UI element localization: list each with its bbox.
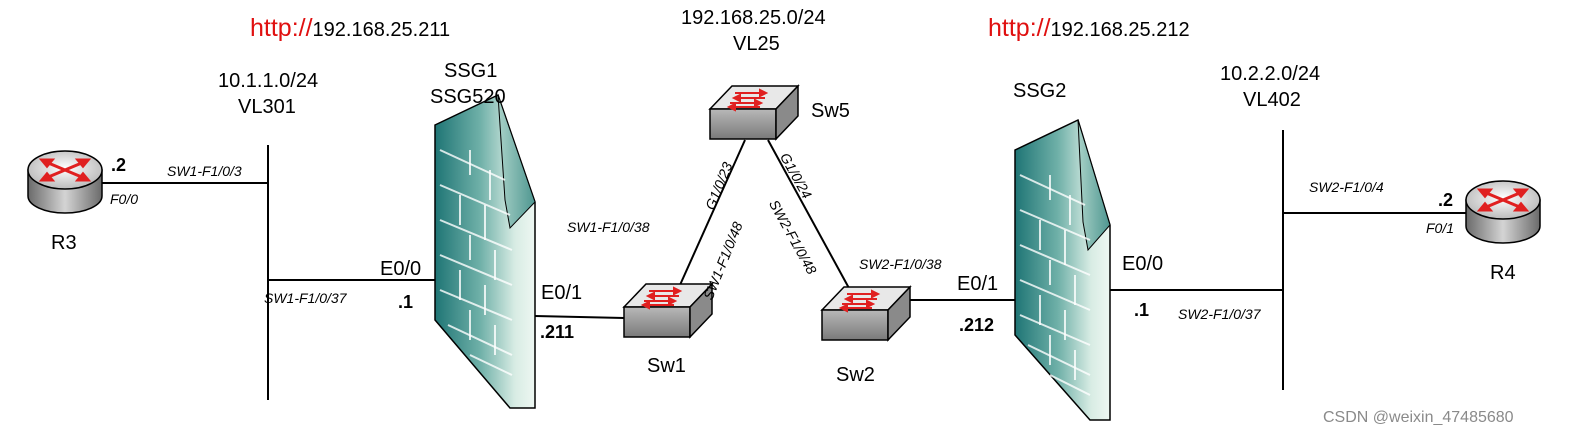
ssg1-model: SSG520 [430, 86, 506, 108]
vl402-subnet: 10.2.2.0/24 [1220, 63, 1321, 85]
ssg1-url-scheme: http:// [250, 14, 313, 42]
ssg2-url[interactable]: http://192.168.25.212 [988, 14, 1190, 43]
port-r4-f01: F0/1 [1426, 220, 1455, 236]
vl25-subnet: 192.168.25.0/24 [681, 7, 826, 29]
port-sw2-f1038: SW2-F1/0/38 [859, 256, 942, 272]
port-sw2-f1037: SW2-F1/0/37 [1178, 306, 1261, 322]
vl301-subnet: 10.1.1.0/24 [218, 70, 319, 92]
switch-sw1-icon[interactable] [622, 282, 714, 339]
port-r3-f00: F0/0 [110, 191, 139, 207]
router-r3-icon[interactable] [27, 150, 103, 214]
ssg2-url-host: 192.168.25.212 [1050, 19, 1190, 41]
links [102, 130, 1466, 400]
ssg2-url-scheme: http:// [988, 14, 1051, 42]
addr-ssg1-wan: .211 [540, 322, 575, 342]
port-ssg1-e01: E0/1 [541, 282, 583, 304]
switch-sw2-icon[interactable] [820, 285, 912, 342]
port-ssg1-e00: E0/0 [380, 258, 422, 280]
ssg2-name: SSG2 [1013, 80, 1067, 102]
sw5-name: Sw5 [811, 100, 850, 122]
r4-name: R4 [1490, 262, 1516, 284]
ssg1-url-host: 192.168.25.211 [312, 19, 451, 41]
ssg1-url[interactable]: http://192.168.25.211 [250, 14, 450, 43]
addr-ssg2-wan: .212 [959, 315, 995, 335]
switch-sw5-icon[interactable] [708, 84, 800, 141]
vl402-vlan: VL402 [1243, 89, 1301, 111]
link-ssg1-sw1 [534, 315, 625, 319]
link-sw5-sw2 [767, 139, 851, 291]
port-sw1-f1037: SW1-F1/0/37 [264, 290, 347, 306]
port-ssg2-e00: E0/0 [1122, 253, 1164, 275]
link-sw1-sw5 [679, 139, 746, 286]
watermark: CSDN @weixin_47485680 [1323, 409, 1514, 426]
port-sw2-f104: SW2-F1/0/4 [1309, 179, 1384, 195]
vl25-vlan: VL25 [733, 33, 780, 55]
addr-r3: .2 [111, 155, 127, 175]
sw2-name: Sw2 [836, 364, 875, 386]
router-r4-icon[interactable] [1465, 180, 1541, 244]
firewall-ssg2-icon[interactable] [1014, 118, 1111, 421]
firewall-ssg1-icon[interactable] [434, 93, 536, 409]
addr-ssg1-lan: .1 [398, 292, 414, 312]
port-sw1-f103: SW1-F1/0/3 [167, 163, 242, 179]
port-ssg2-e01: E0/1 [957, 273, 999, 295]
port-sw1-f1038: SW1-F1/0/38 [567, 219, 650, 235]
sw1-name: Sw1 [647, 355, 686, 377]
vl301-vlan: VL301 [238, 96, 296, 118]
addr-r4: .2 [1438, 190, 1454, 210]
ssg1-name: SSG1 [444, 60, 498, 82]
r3-name: R3 [51, 232, 77, 254]
addr-ssg2-lan: .1 [1134, 300, 1150, 320]
